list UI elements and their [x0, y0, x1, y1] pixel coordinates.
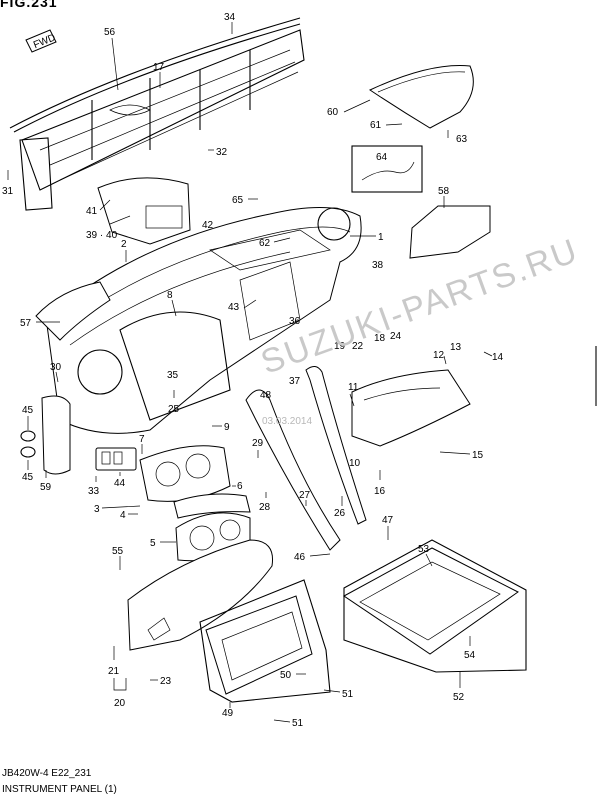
callout-30: 30 — [50, 362, 62, 373]
callout-43: 43 — [228, 302, 240, 313]
callout-62: 62 — [259, 238, 271, 249]
callout-61: 61 — [370, 120, 382, 131]
callout-48: 48 — [260, 390, 272, 401]
callout-34: 34 — [224, 12, 236, 23]
lower-tray — [205, 595, 313, 695]
callout-29: 29 — [252, 438, 264, 449]
center-switch-module — [95, 447, 137, 471]
callout-8: 8 — [167, 290, 173, 301]
callout-36: 36 — [289, 316, 301, 327]
callout-33: 33 — [88, 486, 100, 497]
callout-57: 57 — [20, 318, 32, 329]
callout-11: 11 — [348, 382, 359, 393]
callout-26: 26 — [334, 508, 346, 519]
diagram-title: INSTRUMENT PANEL (1) — [2, 784, 117, 795]
pillar-garnish — [245, 366, 367, 551]
callout-27: 27 — [299, 490, 311, 501]
callout-19: 19 — [334, 341, 346, 352]
callout-49: 49 — [222, 708, 234, 719]
callout-59: 59 — [40, 482, 52, 493]
callout-65: 65 — [232, 195, 244, 206]
callout-54: 54 — [464, 650, 476, 661]
callout-51-lower: 51 — [292, 718, 304, 729]
callout-41: 41 — [86, 206, 98, 217]
callout-6: 6 — [237, 481, 243, 492]
callout-15: 15 — [472, 450, 484, 461]
instrument-panel-main — [45, 207, 362, 434]
callout-14: 14 — [492, 352, 504, 363]
callout-37: 37 — [289, 376, 301, 387]
callout-52: 52 — [453, 692, 465, 703]
callout-50: 50 — [280, 670, 292, 681]
callout-39-40: 39 · 40 — [86, 230, 118, 241]
group-frame-49 — [199, 579, 331, 703]
callout-55: 55 — [112, 546, 124, 557]
callout-42: 42 — [202, 220, 214, 231]
callout-51-upper: 51 — [342, 689, 354, 700]
callout-24: 24 — [390, 331, 402, 342]
callout-46: 46 — [294, 552, 306, 563]
date-stamp: 03.03.2014 — [262, 416, 313, 427]
callout-47: 47 — [382, 515, 394, 526]
callout-44: 44 — [114, 478, 126, 489]
callout-45-bottom: 45 — [22, 472, 34, 483]
callout-53: 53 — [418, 544, 430, 555]
group-frame-52 — [343, 539, 527, 673]
fwd-label: FWD — [32, 32, 57, 51]
callout-1: 1 — [378, 232, 384, 243]
callout-45-top: 45 — [22, 405, 34, 416]
callout-2: 2 — [121, 239, 127, 250]
left-side-upper-cover — [35, 281, 111, 341]
callout-58: 58 — [438, 186, 450, 197]
callout-layer: 56 34 17 60 61 63 32 31 64 58 41 65 42 3… — [2, 12, 504, 729]
callout-17: 17 — [153, 62, 165, 73]
lower-cover — [127, 539, 274, 651]
glove-box — [351, 369, 471, 447]
callout-32: 32 — [216, 147, 228, 158]
callout-22: 22 — [352, 341, 364, 352]
callout-64: 64 — [376, 152, 388, 163]
cap-45-pair — [20, 430, 36, 458]
wire-harness-box — [351, 145, 423, 193]
callout-23: 23 — [160, 676, 172, 687]
callout-28: 28 — [259, 502, 271, 513]
callout-60: 60 — [327, 107, 339, 118]
figure-header: FIG.231 — [0, 0, 58, 10]
callout-18: 18 — [374, 333, 386, 344]
callout-9: 9 — [224, 422, 230, 433]
callout-13: 13 — [450, 342, 462, 353]
callout-20: 20 — [114, 698, 126, 709]
callout-63: 63 — [456, 134, 468, 145]
dash-upper-reinforcement — [9, 17, 305, 211]
callout-16: 16 — [374, 486, 386, 497]
callout-4: 4 — [120, 510, 126, 521]
meter-visor — [173, 493, 251, 519]
callout-12: 12 — [433, 350, 445, 361]
callout-3: 3 — [94, 504, 100, 515]
left-end-cover — [41, 395, 71, 475]
upper-glove-lid — [368, 65, 474, 129]
callout-5: 5 — [150, 538, 156, 549]
callout-56: 56 — [104, 27, 116, 38]
callout-38: 38 — [372, 260, 384, 271]
lower-glove-lid — [343, 547, 519, 655]
combination-meter — [139, 445, 231, 502]
callout-25: 25 — [168, 404, 180, 415]
callout-35: 35 — [167, 370, 179, 381]
fwd-direction-marker: FWD — [25, 29, 57, 53]
callout-31: 31 — [2, 186, 14, 197]
callout-21: 21 — [108, 666, 120, 677]
callout-10: 10 — [349, 458, 361, 469]
center-vent-bezel — [97, 177, 191, 245]
insulator-pad — [409, 205, 491, 259]
diagram-code: JB420W-4 E22_231 — [2, 768, 92, 779]
callout-7: 7 — [139, 434, 145, 445]
